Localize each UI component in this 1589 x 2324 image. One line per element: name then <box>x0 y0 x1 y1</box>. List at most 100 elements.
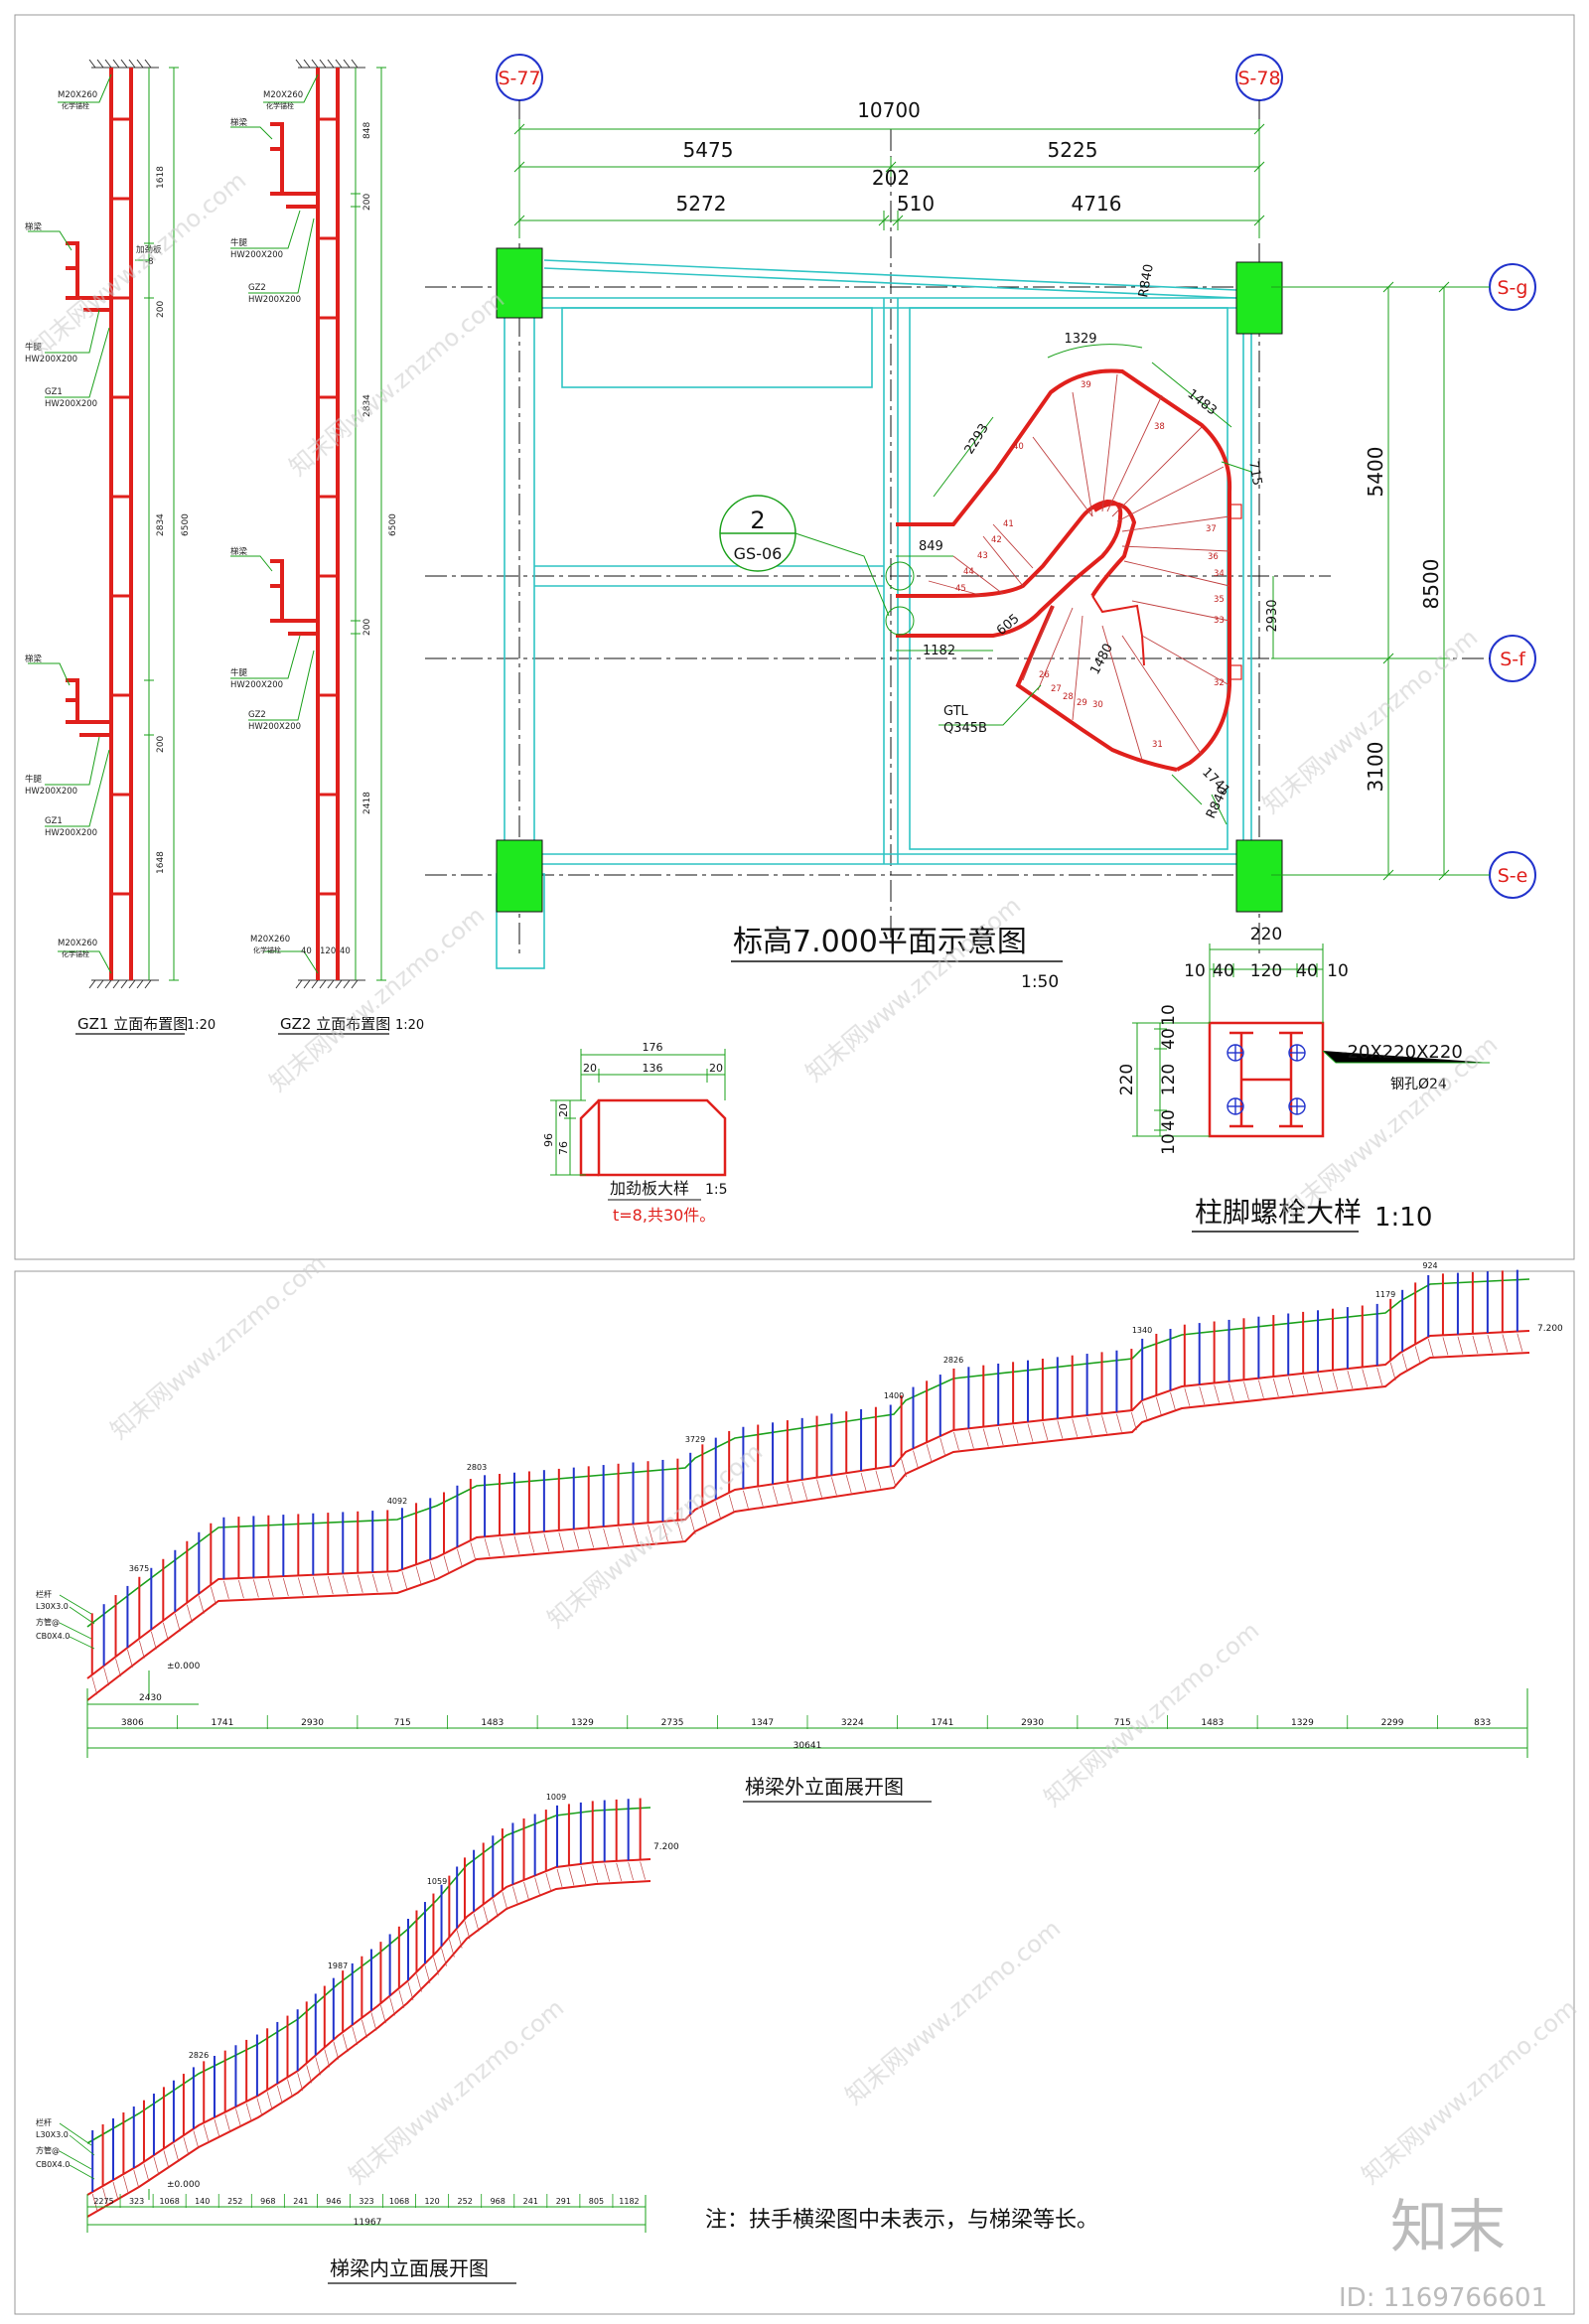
outer-bottom-dim: 2930 <box>1021 1718 1044 1728</box>
outer-step-tick <box>223 1580 229 1599</box>
plan-dim: 5225 <box>1048 138 1098 162</box>
step-number: 28 <box>1063 692 1074 702</box>
inner-top-dim: 1987 <box>328 1961 348 1970</box>
inner-step-tick <box>389 1997 395 2016</box>
svg-text:2: 2 <box>750 507 765 534</box>
outer-step-tick <box>150 1631 157 1650</box>
inner-step-tick <box>143 2163 150 2182</box>
inner-step-tick <box>173 2143 180 2162</box>
detail-callout: 2 GS-06 <box>719 495 915 636</box>
outer-step-tick <box>115 1658 121 1677</box>
inner-step-tick <box>473 1913 480 1932</box>
gz1-label-tijian: 梯梁 <box>25 654 43 664</box>
outer-step-tick <box>327 1576 334 1595</box>
inner-bottom-dim: 252 <box>458 2197 473 2206</box>
outer-top-dim: 2826 <box>943 1356 963 1365</box>
inner-bottom-dim: 241 <box>293 2197 308 2206</box>
gz2-label-gz2: GZ2 <box>248 283 266 293</box>
inner-step-tick <box>214 2118 220 2138</box>
step-number: 36 <box>1208 552 1219 562</box>
outer-step-tick <box>968 1430 974 1449</box>
svg-text:Q345B: Q345B <box>943 721 987 736</box>
baseplate-dim: 10 <box>1159 1133 1179 1155</box>
gz2-scale: 1:20 <box>395 1018 424 1033</box>
plan-dim: R840 <box>1136 263 1157 299</box>
gz2-dim: 2834 <box>362 394 372 417</box>
inner-step-tick <box>266 2092 273 2110</box>
plan-dim: 5272 <box>676 192 727 216</box>
outer-step-tick <box>1057 1420 1064 1439</box>
gz2-dim: 848 <box>362 122 372 139</box>
outer-step-tick <box>357 1574 363 1593</box>
outer-step-tick <box>401 1571 408 1590</box>
axis-bubble-sf: S-f <box>1489 635 1536 682</box>
outer-step-tick <box>499 1536 506 1556</box>
outer-elev-base: ±0.000 <box>167 1662 201 1671</box>
column <box>496 247 543 319</box>
outer-top-dim: 4092 <box>387 1497 407 1506</box>
outer-step-tick <box>1184 1387 1191 1406</box>
gz1-label-tijian: 梯梁 <box>25 221 43 232</box>
plan-dim: 2930 <box>1265 599 1280 632</box>
gz2-label-tijian: 梯梁 <box>230 117 248 128</box>
outer-bottom-dim: 2930 <box>301 1718 324 1728</box>
inner-step-tick <box>112 2181 119 2201</box>
plan-title: 标高7.000平面示意图 <box>733 925 1027 959</box>
outer-handrail <box>86 1278 1530 1628</box>
outer-step-tick <box>312 1576 319 1595</box>
inner-step-tick <box>483 1906 490 1925</box>
gz2-label-hw: HW200X200 <box>248 295 301 305</box>
inner-step-tick <box>416 1973 422 1992</box>
inner-bottom-dim: 946 <box>326 2197 341 2206</box>
svg-text:S-78: S-78 <box>1237 68 1280 89</box>
gz1-label-gz1: GZ1 <box>45 387 63 397</box>
outer-step-tick <box>429 1561 436 1580</box>
gz2-top-bolt: M20X260 <box>263 90 303 100</box>
gz1-bot-bolt: M20X260 <box>58 939 97 948</box>
outer-top-dim: 1179 <box>1375 1290 1395 1299</box>
outer-step-tick <box>1258 1380 1264 1398</box>
inner-elevation: 栏杆 L30X3.0 方管@ CB0X4.0 ±0.000 7.200 2275… <box>36 1793 679 2284</box>
inner-elev-base: ±0.000 <box>167 2180 201 2190</box>
inner-step-tick <box>352 2026 359 2046</box>
gz1-dim: 1618 <box>156 166 166 189</box>
inner-label: L30X3.0 <box>36 2130 69 2139</box>
gz1-dim: 200 <box>156 301 166 318</box>
plan-dim: 715 <box>1245 460 1264 487</box>
baseplate-dim: 10 <box>1184 961 1206 981</box>
step-number: 35 <box>1214 595 1225 605</box>
gz1-elevation: 1618 200 2834 200 1648 6500 M20X260 化学锚栓… <box>25 59 216 1035</box>
gz1-dim: 2834 <box>156 513 166 536</box>
outer-step-tick <box>386 1573 393 1592</box>
baseplate-dim: 220 <box>1117 1064 1137 1095</box>
watermark: 知末网www.znzmo.com <box>1357 1994 1582 2190</box>
inner-stringer-top <box>86 1858 651 2196</box>
plan-dim: 3100 <box>1364 742 1387 793</box>
outer-bottom-dim: 2735 <box>661 1718 684 1728</box>
gz1-dim: 1648 <box>156 851 166 874</box>
plan-dim: 202 <box>872 166 910 190</box>
outer-step-tick <box>268 1578 274 1597</box>
plan-dim: 849 <box>919 539 943 554</box>
inner-step-tick <box>245 2103 252 2122</box>
column <box>496 839 543 913</box>
step-number: 31 <box>1152 740 1163 750</box>
outer-stringer-bottom <box>86 1352 1530 1701</box>
column <box>1235 261 1283 335</box>
inner-step-tick <box>342 2034 349 2053</box>
gz1-label-gz1: GZ1 <box>45 816 63 826</box>
step-number: 40 <box>1013 442 1024 452</box>
outer-step-tick <box>1243 1381 1249 1400</box>
outer-step-tick <box>1487 1335 1494 1354</box>
outer-step-tick <box>1072 1418 1079 1437</box>
baseplate-detail: 220 10 40 120 40 10 220 10 40 120 40 10 … <box>1117 925 1490 1233</box>
inner-step-tick <box>441 1948 447 1966</box>
watermark: 知末网www.znzmo.com <box>105 1249 331 1445</box>
outer-bottom-dim: 1329 <box>571 1718 594 1728</box>
gz1-title: GZ1 立面布置图 <box>77 1015 188 1033</box>
inner-step-tick <box>256 2098 263 2116</box>
gz1-label-hw: HW200X200 <box>45 399 97 409</box>
plan-dim-total: 10700 <box>857 98 921 122</box>
inner-bottom-dim: 968 <box>491 2197 506 2206</box>
